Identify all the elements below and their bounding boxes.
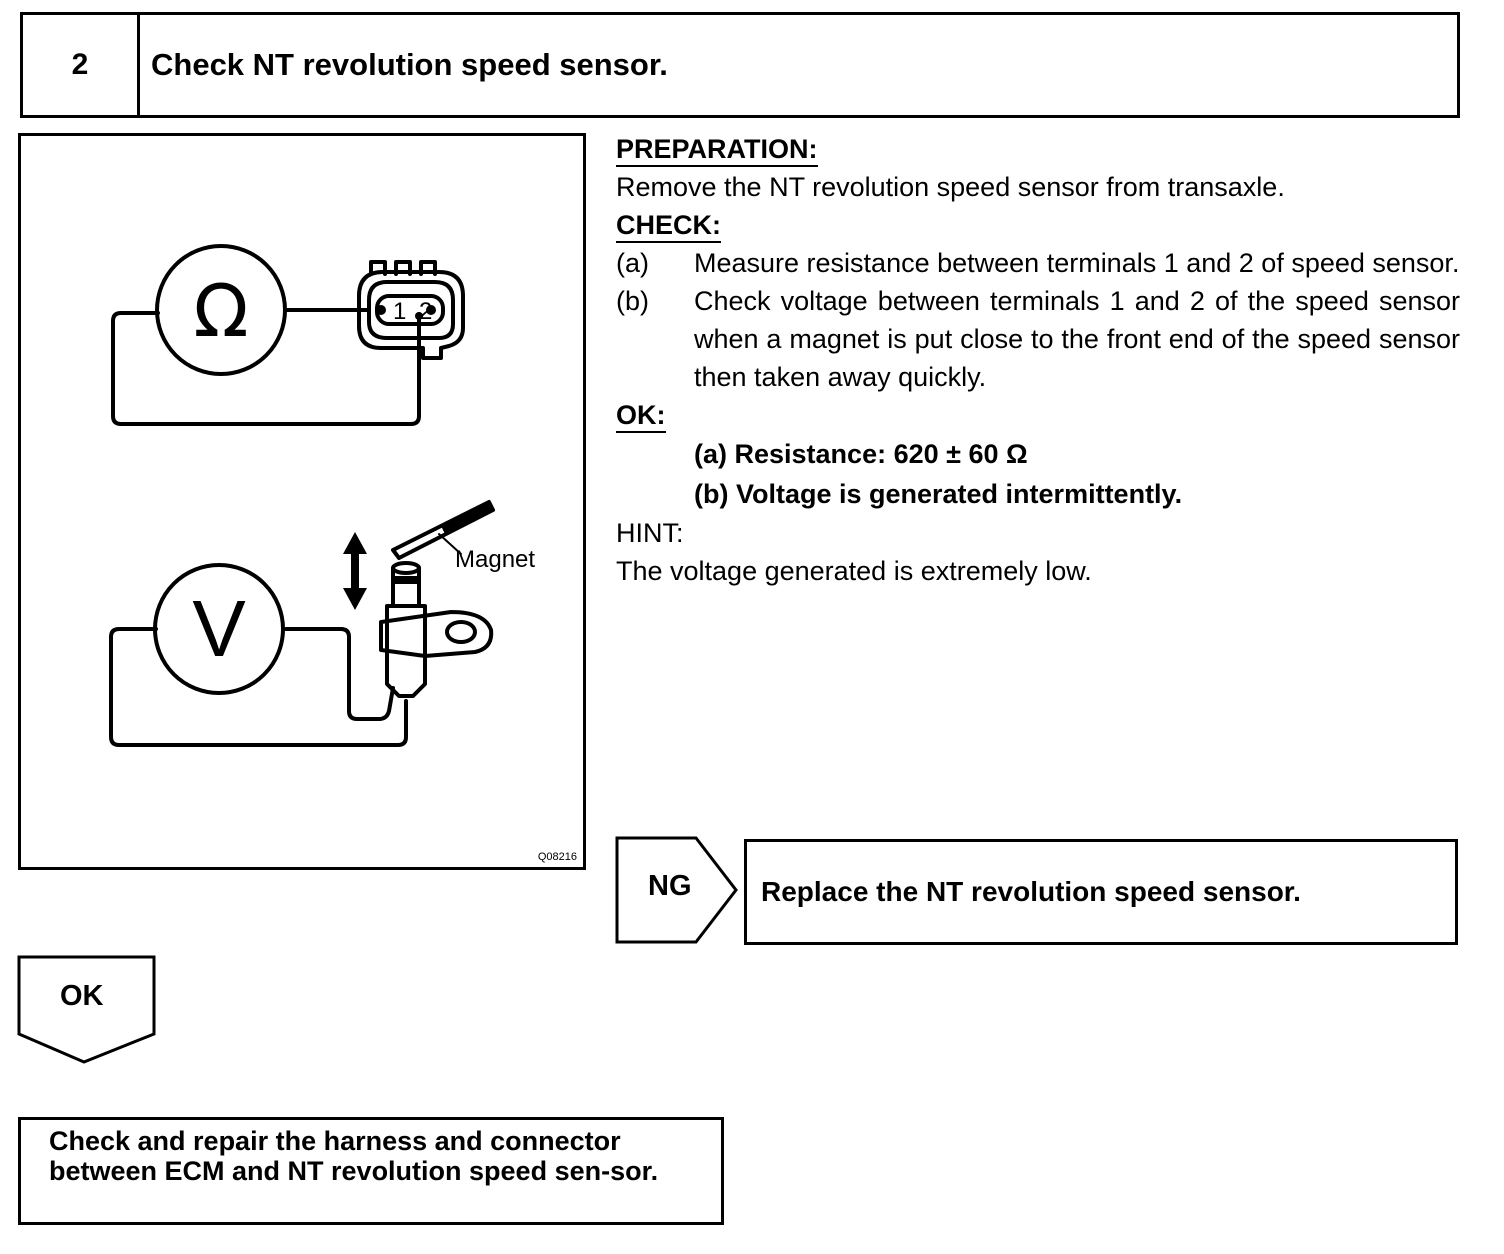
step-header: 2 Check NT revolution speed sensor.: [20, 12, 1460, 118]
ok-label: OK: [60, 980, 104, 1012]
ok-heading: OK:: [616, 399, 666, 433]
check-item-text: Measure resistance between terminals 1 a…: [694, 248, 1460, 278]
check-heading: CHECK:: [616, 209, 721, 243]
ng-arrow-shape: [615, 836, 738, 944]
circuit-diagram: Ω V 1 2 Magnet: [109, 244, 535, 747]
ok-criterion: (b) Voltage is generated intermittently.: [694, 479, 1183, 509]
step-number: 2: [23, 15, 140, 115]
voltmeter-circle: [153, 563, 285, 695]
check-item-text: Check voltage between terminals 1 and 2 …: [694, 286, 1460, 392]
terminal-2-label: 2: [419, 298, 432, 325]
instructions: PREPARATION: Remove the NT revolution sp…: [616, 130, 1460, 590]
check-item: (a) Measure resistance between terminals…: [616, 244, 1460, 282]
figure-id: Q08216: [537, 851, 577, 863]
ok-action-box: Check and repair the harness and connect…: [18, 1117, 724, 1225]
volt-symbol: V: [192, 584, 246, 673]
volt-wire-loop: [109, 627, 408, 747]
ok-action-text: Check and repair the harness and connect…: [49, 1126, 659, 1186]
speed-sensor-flange: [379, 610, 494, 658]
preparation-heading: PREPARATION:: [616, 133, 818, 167]
ohmmeter-circle: [155, 244, 287, 376]
step-title: Check NT revolution speed sensor.: [151, 47, 668, 82]
check-item-label: (a): [616, 248, 649, 278]
check-item: (b) Check voltage between terminals 1 an…: [616, 282, 1460, 396]
speed-sensor-body: [385, 604, 427, 698]
wiring-figure: Ω V 1 2 Magnet Q08216: [18, 133, 586, 870]
ohm-symbol: Ω: [193, 269, 248, 353]
preparation-body: Remove the NT revolution speed sensor fr…: [616, 172, 1285, 202]
ok-criterion: (a) Resistance: 620 ± 60 Ω: [694, 439, 1028, 469]
ng-action-box: Replace the NT revolution speed sensor.: [744, 839, 1458, 945]
ohm-wire-loop: [111, 311, 421, 426]
check-item-label: (b): [616, 286, 649, 316]
ng-label: NG: [648, 870, 692, 902]
magnet-label: Magnet: [455, 546, 535, 573]
ng-action-text: Replace the NT revolution speed sensor.: [761, 876, 1301, 907]
hint-body: The voltage generated is extremely low.: [616, 556, 1092, 586]
ok-arrow-shape: [17, 955, 156, 1064]
terminal-1-label: 1: [393, 298, 406, 325]
hint-heading: HINT:: [616, 518, 684, 548]
double-arrow-icon: [343, 532, 367, 610]
volt-wire-top: [284, 627, 395, 721]
connector-body: [357, 270, 465, 360]
